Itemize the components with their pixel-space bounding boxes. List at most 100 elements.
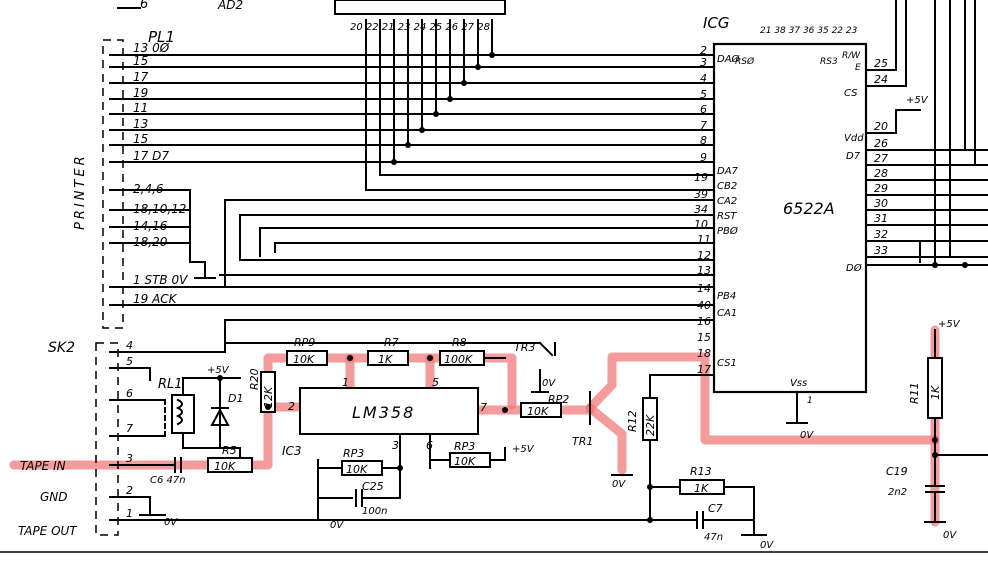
ic6-right-pin: 28 bbox=[874, 167, 888, 180]
ic6-vss-label: Vss bbox=[790, 378, 807, 389]
rl1-supply: +5V bbox=[207, 365, 230, 376]
ic6-left-pin: 13 bbox=[697, 264, 711, 277]
rp3a-value: 10K bbox=[346, 463, 368, 476]
ic6-left-pin: 15 bbox=[697, 331, 711, 344]
c25-value: 100n bbox=[362, 506, 387, 517]
relay-rl1: RL1 +5V D1 bbox=[149, 365, 243, 461]
op-pin: 7 bbox=[480, 401, 487, 414]
lm358-label: LM358 bbox=[352, 403, 415, 422]
r11-c19-network: +5V 1K R11 C19 2n2 0V bbox=[886, 319, 988, 541]
ic6-inner-label: R/W bbox=[842, 51, 861, 61]
ic6-left-pin: 6 bbox=[700, 103, 707, 116]
r11-supply: +5V bbox=[938, 319, 961, 330]
ic6-right-name: Vdd bbox=[844, 133, 864, 144]
sk2-pin: 5 bbox=[126, 355, 133, 368]
c19-label: C19 bbox=[886, 465, 908, 478]
r5-label: R5 bbox=[222, 444, 237, 457]
pl1-pin-label: 18,20 bbox=[133, 235, 168, 249]
rp2-label: RP2 bbox=[548, 393, 569, 406]
sk2-pin: 7 bbox=[126, 422, 133, 435]
ic6-right-pin: 25 bbox=[874, 57, 888, 70]
ic6-inner-label: E bbox=[855, 63, 861, 73]
ic6-right-name: DØ bbox=[846, 262, 863, 274]
ic6-left-pin: 9 bbox=[700, 151, 707, 164]
ic6-left-name: CA2 bbox=[717, 196, 737, 207]
ic6-left-pin: 5 bbox=[700, 88, 707, 101]
ic6-left-pin: 18 bbox=[697, 347, 711, 360]
r11-value: 1K bbox=[929, 385, 942, 400]
r5-value: 10K bbox=[214, 460, 236, 473]
rp3b-label: RP3 bbox=[454, 440, 475, 453]
ic6-left-pin: 40 bbox=[697, 299, 711, 312]
ic6-left-pin: 3 bbox=[700, 56, 707, 69]
r20-label: R20 bbox=[248, 368, 261, 390]
ic6-right-pin: 32 bbox=[874, 228, 888, 241]
rl1-label: RL1 bbox=[158, 377, 183, 392]
ic6-inner-label: RSØ bbox=[735, 56, 755, 67]
r8-value: 100K bbox=[444, 353, 473, 366]
c25-gnd: 0V bbox=[330, 520, 344, 531]
top-pins-left-label: AD2 bbox=[217, 0, 243, 12]
ic6-right-pin: 33 bbox=[874, 244, 888, 257]
pl1-pin-label: 1 STB 0V bbox=[133, 273, 188, 287]
tr3-gnd: 0V bbox=[542, 378, 556, 389]
rp3b-supply: +5V bbox=[512, 444, 535, 455]
ic6-left-pin: 39 bbox=[694, 188, 708, 201]
rp9-value: 10K bbox=[293, 353, 315, 366]
ic6-right-name: D7 bbox=[846, 151, 861, 162]
rp3a-label: RP3 bbox=[343, 447, 364, 460]
ic6-vdd-supply: +5V bbox=[906, 95, 929, 106]
tape-in-label: TAPE IN bbox=[20, 459, 66, 473]
tape-out-network: 22K R12 1K R13 C7 47n 0V bbox=[626, 374, 774, 551]
ic6-right-pin: 20 bbox=[874, 120, 888, 133]
ic6-right-name: CS bbox=[844, 88, 858, 99]
ic6-left-pin: 34 bbox=[694, 203, 708, 216]
r12-value: 22K bbox=[644, 414, 657, 436]
ic6-left-pin: 7 bbox=[700, 119, 707, 132]
ic6-left-name: PB4 bbox=[717, 291, 736, 302]
pl1-pin-label: 13 bbox=[133, 117, 148, 131]
ic6-left-name: PBØ bbox=[717, 225, 739, 237]
c25-label: C25 bbox=[362, 480, 384, 493]
ic6-6522a: ICG 21 38 37 36 35 22 23 6522A RSØ RS3 R… bbox=[694, 0, 988, 441]
r13-label: R13 bbox=[690, 465, 712, 478]
pl1-pin-label: 15 bbox=[133, 54, 148, 68]
tr3-label: TR3 bbox=[514, 341, 535, 354]
ic6-right-pin: 31 bbox=[874, 212, 888, 225]
ic6-left-pin: 2 bbox=[700, 44, 707, 57]
pl1-label: PL1 bbox=[148, 28, 175, 46]
r20-value: 12K bbox=[262, 386, 275, 408]
r13-value: 1K bbox=[694, 482, 709, 495]
data-bus-wires: 20 22 21 23 24 25 26 27 28 bbox=[199, 0, 715, 344]
tape-out-label: TAPE OUT bbox=[18, 524, 78, 538]
sk2-label: SK2 bbox=[48, 340, 75, 356]
pl1-pin-list: 13 0Ø 15 17 19 11 13 15 17 D7 2,4,6 18,1… bbox=[109, 41, 221, 306]
ic6-left-name: CA1 bbox=[717, 308, 737, 319]
ic6-inner-label: RS3 bbox=[820, 57, 838, 67]
ic6-right-pin: 30 bbox=[874, 197, 888, 210]
ic6-left-pin: 4 bbox=[700, 72, 707, 85]
op-pin: 5 bbox=[432, 376, 439, 389]
c7-value: 47n bbox=[704, 532, 723, 543]
op-pin: 3 bbox=[392, 439, 399, 452]
ic6-left-name: CB2 bbox=[717, 181, 737, 192]
ic6-left-pin: 11 bbox=[697, 233, 711, 246]
c19-value: 2n2 bbox=[888, 487, 907, 498]
ic3-label: IC3 bbox=[282, 444, 302, 458]
sk2-pin: 4 bbox=[126, 339, 133, 352]
ic6-right-pin: 27 bbox=[874, 152, 888, 165]
pl1-pin-label: 19 ACK bbox=[133, 292, 178, 306]
ic6-left-pin: 14 bbox=[697, 282, 711, 295]
ic6-left-pin: 19 bbox=[694, 171, 708, 184]
pl1-pin-label: 13 0Ø bbox=[133, 41, 170, 55]
c7-label: C7 bbox=[708, 502, 723, 515]
r12-label: R12 bbox=[626, 410, 639, 432]
tr1-label: TR1 bbox=[572, 435, 593, 448]
ic6-left-name: DA7 bbox=[717, 166, 739, 177]
pl1-pin-label: 14,16 bbox=[133, 219, 168, 233]
ic6-label: ICG bbox=[703, 14, 730, 32]
ic6-right-pin: 26 bbox=[874, 137, 888, 150]
tr1-gnd: 0V bbox=[612, 479, 626, 490]
top-bus-pins: 20 22 21 23 24 25 26 27 28 bbox=[350, 22, 490, 33]
